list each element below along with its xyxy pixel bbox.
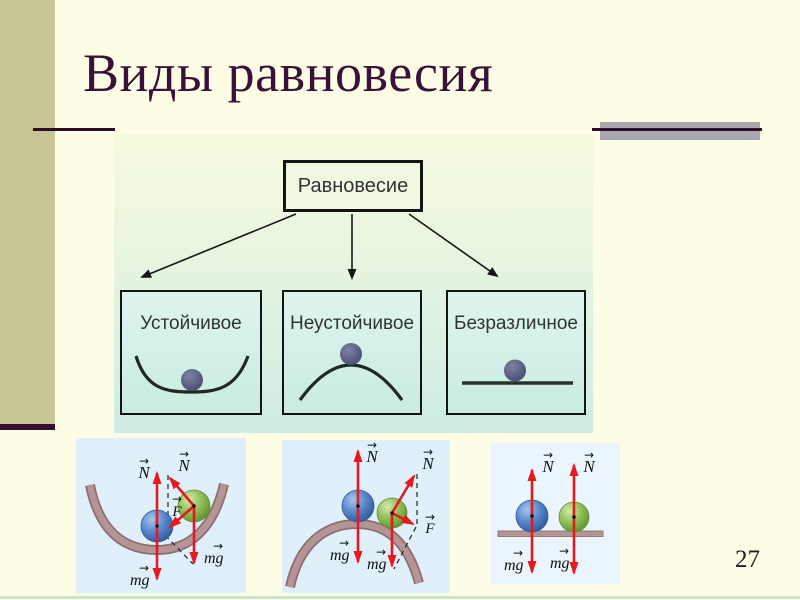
- flowchart-label-unstable: Неустойчивое: [289, 313, 415, 334]
- page-number: 27: [735, 546, 760, 573]
- title-rule-left: [33, 128, 115, 131]
- sidebar-accent-bar: [0, 0, 55, 424]
- slide-bottom-border: [0, 596, 800, 599]
- diagram-panel-stable: [76, 438, 246, 593]
- flowchart-box-unstable: Неустойчивое: [282, 290, 422, 415]
- flowchart-box-stable: Устойчивое: [120, 290, 262, 415]
- title-rule-right: [592, 128, 762, 131]
- flowchart-root-label: Равновесие: [297, 174, 409, 197]
- flowchart-label-neutral: Безразличное: [454, 313, 578, 334]
- sidebar-bottom-cap: [0, 424, 55, 430]
- flowchart-box-neutral: Безразличное: [446, 290, 586, 415]
- diagram-panel-neutral: [490, 443, 620, 584]
- diagram-panel-unstable: [282, 440, 450, 593]
- flowchart-label-stable: Устойчивое: [140, 313, 242, 334]
- page-title: Виды равновесия: [83, 43, 494, 103]
- title-gray-bar: [600, 122, 760, 140]
- flowchart-root-box: Равновесие: [283, 160, 423, 212]
